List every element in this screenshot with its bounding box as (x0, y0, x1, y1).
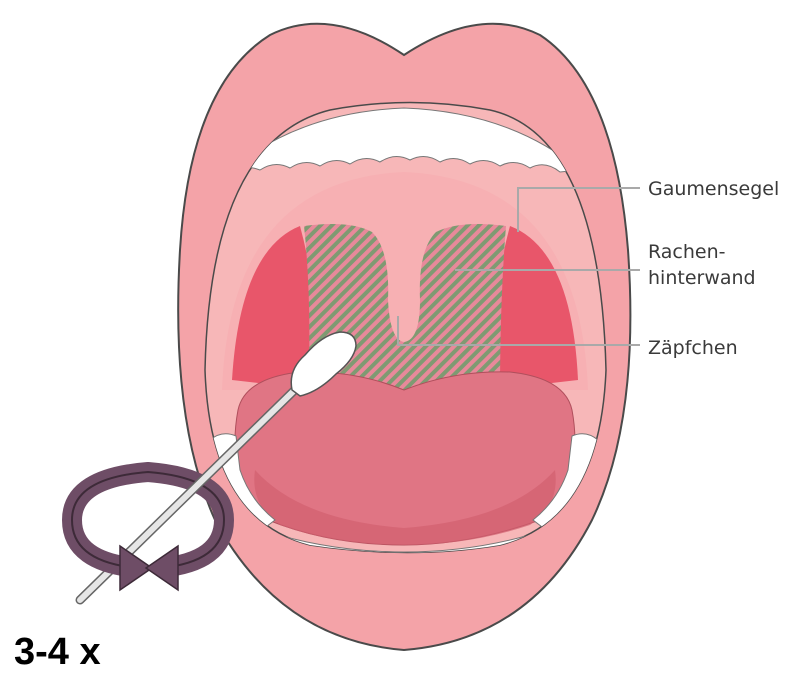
label-gaumensegel: Gaumensegel (648, 178, 779, 200)
label-rachen-line1: Rachen- (648, 241, 726, 263)
mouth-cavity (205, 103, 606, 567)
label-rachen-line2: hinterwand (648, 267, 756, 289)
label-zaepfchen: Zäpfchen (648, 337, 738, 359)
arrowhead-right (146, 546, 178, 590)
repetition-count: 3-4 x (14, 631, 101, 673)
